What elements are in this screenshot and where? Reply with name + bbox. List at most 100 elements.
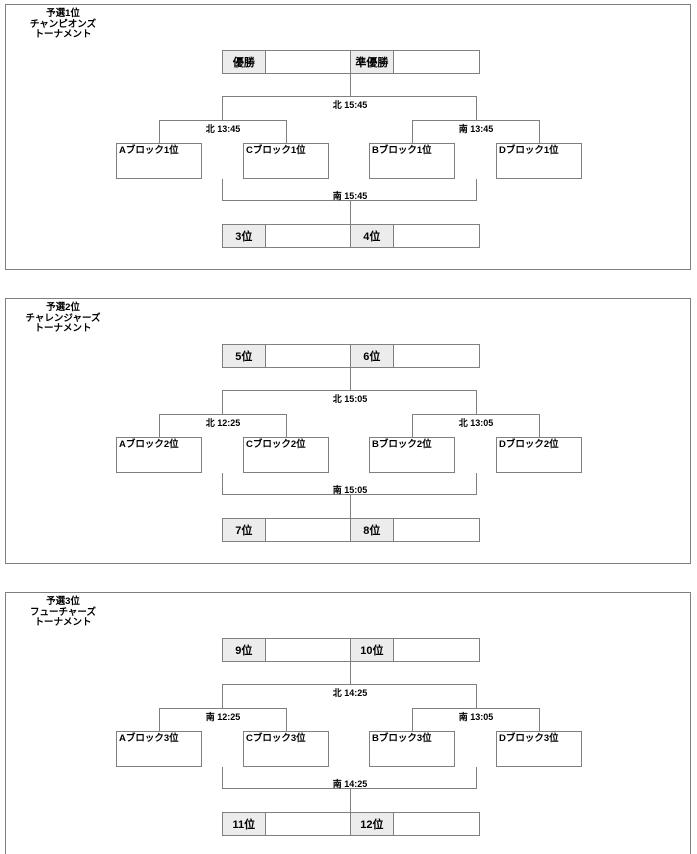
title-line: 予選2位	[46, 302, 80, 313]
consolation-left-riser-line	[222, 767, 223, 788]
consolation-line	[222, 200, 477, 201]
placement-label-cell: 10位	[351, 639, 394, 661]
title-line: 予選3位	[46, 596, 80, 607]
placement-value-cell	[393, 345, 479, 367]
placement-label-cell: 3位	[223, 225, 266, 247]
semifinal-left-label: 南 12:25	[205, 712, 241, 722]
placement-value-cell	[393, 51, 479, 73]
placement-value-cell	[265, 519, 351, 541]
consolation-match-label: 南 15:45	[332, 191, 368, 201]
consolation-drop-line	[350, 494, 351, 518]
final-right-drop-line	[476, 390, 477, 414]
team-box-d: Dブロック1位	[496, 143, 582, 179]
team-box-a: Aブロック2位	[116, 437, 202, 473]
title-line: フューチャーズ	[30, 606, 96, 618]
placement-label-cell: 優勝	[223, 51, 266, 73]
consolation-match-label: 南 15:05	[332, 485, 368, 495]
semifinal-left-label: 北 13:45	[205, 124, 241, 134]
team-box-c: Cブロック3位	[243, 731, 329, 767]
placement-value-cell	[265, 225, 351, 247]
final-right-drop-line	[476, 684, 477, 708]
placement-value-cell	[393, 813, 479, 835]
tournament-section-challengers: 予選2位 チャレンジャーズ トーナメント 5位 6位 北 15:05 北 12:…	[0, 298, 697, 566]
placement-label-cell: 12位	[351, 813, 394, 835]
placement-row-top: 5位 6位	[222, 344, 480, 368]
semifinal-right-line	[412, 120, 540, 121]
title-line: トーナメント	[34, 323, 92, 334]
panel-outline	[5, 592, 691, 854]
placement-label-cell: 5位	[223, 345, 266, 367]
final-left-drop-line	[222, 390, 223, 414]
consolation-right-riser-line	[476, 179, 477, 200]
placement-value-cell	[265, 345, 351, 367]
placement-value-cell	[265, 51, 351, 73]
team-drop-line	[159, 414, 160, 437]
team-drop-line	[539, 120, 540, 143]
team-drop-line	[286, 120, 287, 143]
placement-label-cell: 11位	[223, 813, 266, 835]
placement-label-cell: 準優勝	[351, 51, 394, 73]
placement-label-cell: 4位	[351, 225, 394, 247]
consolation-right-riser-line	[476, 473, 477, 494]
semifinal-left-label: 北 12:25	[205, 418, 241, 428]
final-match-label: 北 15:45	[332, 100, 368, 110]
team-drop-line	[539, 414, 540, 437]
team-drop-line	[159, 120, 160, 143]
team-box-a: Aブロック3位	[116, 731, 202, 767]
placement-value-cell	[393, 225, 479, 247]
team-drop-line	[286, 414, 287, 437]
top-row-connector-line	[350, 74, 351, 96]
consolation-drop-line	[350, 200, 351, 224]
placement-label-cell: 7位	[223, 519, 266, 541]
placement-row-bottom: 11位 12位	[222, 812, 480, 836]
title-line: チャレンジャーズ	[25, 312, 101, 324]
consolation-drop-line	[350, 788, 351, 812]
team-drop-line	[286, 708, 287, 731]
final-line	[222, 390, 477, 391]
semifinal-right-label: 南 13:45	[458, 124, 494, 134]
final-match-label: 北 15:05	[332, 394, 368, 404]
title-line: 予選1位	[46, 8, 80, 19]
final-match-label: 北 14:25	[332, 688, 368, 698]
semifinal-right-line	[412, 708, 540, 709]
final-line	[222, 684, 477, 685]
final-left-drop-line	[222, 96, 223, 120]
placement-row-top: 9位 10位	[222, 638, 480, 662]
consolation-line	[222, 788, 477, 789]
tournament-title: 予選2位 チャレンジャーズ トーナメント	[12, 302, 114, 335]
team-drop-line	[159, 708, 160, 731]
placement-value-cell	[393, 639, 479, 661]
final-left-drop-line	[222, 684, 223, 708]
team-box-c: Cブロック2位	[243, 437, 329, 473]
final-line	[222, 96, 477, 97]
consolation-match-label: 南 14:25	[332, 779, 368, 789]
top-row-connector-line	[350, 368, 351, 390]
team-drop-line	[412, 120, 413, 143]
team-box-c: Cブロック1位	[243, 143, 329, 179]
placement-value-cell	[393, 519, 479, 541]
tournament-section-champions: 予選1位 チャンピオンズ トーナメント 優勝 準優勝 北 15:45 北 13:…	[0, 4, 697, 272]
consolation-right-riser-line	[476, 767, 477, 788]
team-box-a: Aブロック1位	[116, 143, 202, 179]
top-row-connector-line	[350, 662, 351, 684]
team-drop-line	[412, 414, 413, 437]
team-box-b: Bブロック2位	[369, 437, 455, 473]
team-drop-line	[539, 708, 540, 731]
title-line: チャンピオンズ	[29, 18, 97, 30]
title-line: トーナメント	[34, 29, 92, 40]
placement-row-bottom: 7位 8位	[222, 518, 480, 542]
title-line: トーナメント	[34, 617, 92, 628]
semifinal-right-line	[412, 414, 540, 415]
consolation-left-riser-line	[222, 473, 223, 494]
semifinal-right-label: 南 13:05	[458, 712, 494, 722]
team-box-d: Dブロック2位	[496, 437, 582, 473]
semifinal-left-line	[159, 708, 287, 709]
team-box-d: Dブロック3位	[496, 731, 582, 767]
placement-label-cell: 9位	[223, 639, 266, 661]
team-box-b: Bブロック3位	[369, 731, 455, 767]
placement-label-cell: 8位	[351, 519, 394, 541]
semifinal-left-line	[159, 120, 287, 121]
placement-value-cell	[265, 813, 351, 835]
consolation-left-riser-line	[222, 179, 223, 200]
